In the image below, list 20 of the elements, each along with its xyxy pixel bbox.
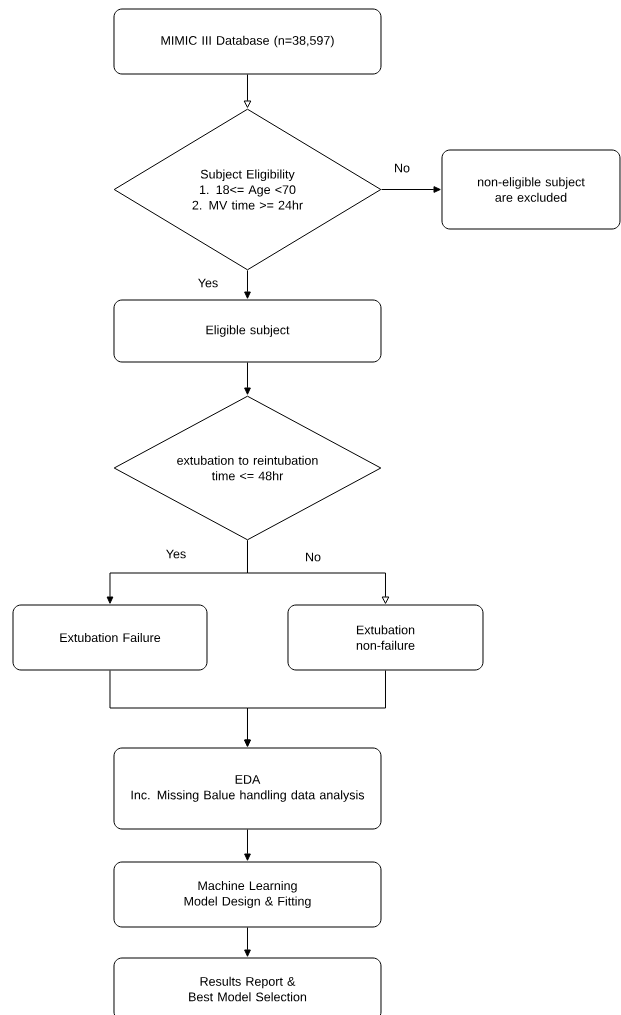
arrow	[244, 927, 251, 957]
arrow	[247, 540, 390, 604]
process-box: Extubation Failure	[12, 604, 208, 671]
process-box: Machine Learning Model Design & Fitting	[113, 861, 382, 928]
process-box: non-eligible subject are excluded	[441, 149, 621, 230]
arrow	[381, 186, 441, 193]
arrow	[244, 670, 386, 747]
arrow	[244, 362, 251, 395]
edge-label: Yes	[164, 548, 188, 560]
process-box: Extubation non-failure	[287, 604, 484, 671]
edge-label: No	[304, 551, 322, 563]
edge-label: Yes	[196, 277, 220, 289]
process-box: MIMIC III Database (n=38,597)	[113, 8, 382, 75]
process-box: Eligible subject	[113, 299, 382, 363]
edge-label: No	[393, 162, 411, 174]
arrow	[244, 829, 251, 861]
process-box: Results Report & Best Model Selection	[113, 957, 382, 1015]
process-box: EDA Inc. Missing Balue handling data analysis	[113, 747, 382, 830]
arrow	[244, 270, 251, 299]
arrow	[243, 74, 252, 108]
